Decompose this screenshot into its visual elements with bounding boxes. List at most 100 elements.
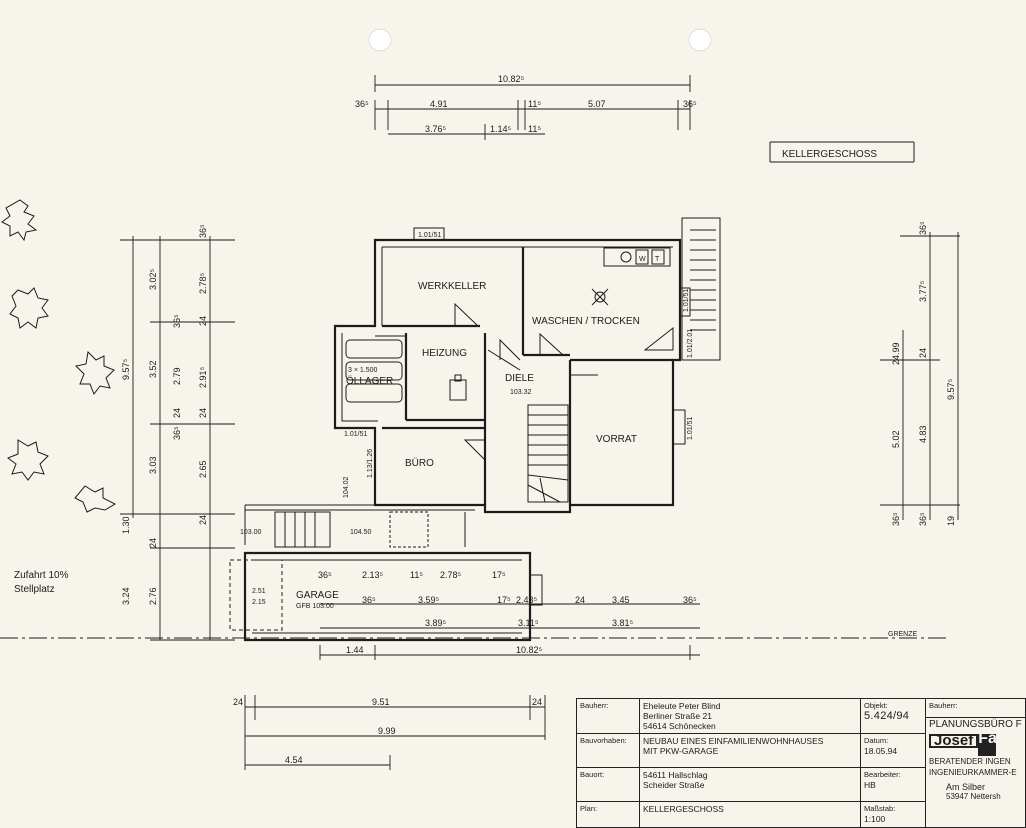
dim-top2-c: 11⁵	[528, 124, 541, 134]
svg-text:9.51: 9.51	[372, 697, 390, 707]
dim-left2-d: 2.79	[172, 367, 182, 385]
garage-level: GFB 103.00	[296, 603, 334, 610]
dim-left-b: 3.52	[148, 360, 158, 378]
punch-hole	[688, 28, 712, 52]
washing-appliances: W T	[603, 247, 671, 267]
plan-title-text: KELLERGESCHOSS	[782, 149, 877, 160]
window-stair: 1.01/2.01	[687, 329, 694, 358]
svg-text:17⁵: 17⁵	[492, 570, 506, 580]
tb-datum: Datum: 18.05.94	[860, 733, 926, 768]
door-buero-label: 1.13/1.26	[367, 449, 374, 478]
garage-dimensions: 36⁵ 2.13⁵ 11⁵ 2.78⁵ 17⁵ 36⁵ 3.59⁵ 17⁵ 2.…	[318, 570, 700, 660]
dim-left2-a: 36⁵	[198, 224, 208, 238]
dim-left-e: 3.24	[121, 587, 131, 605]
dim-left2-l: 2.76	[148, 587, 158, 605]
tb-vorhaben: NEUBAU EINES EINFAMILIENWOHNHAUSES MIT P…	[639, 733, 861, 768]
dim-left2-e: 24	[198, 408, 208, 418]
svg-text:2.13⁵: 2.13⁵	[362, 570, 384, 580]
right-dimensions: 36⁵ 3.77⁵ 9.57⁵ 24.99 24 5.02 4.83 36⁵ 3…	[880, 221, 960, 526]
tb-objekt: Objekt: 5.424/94	[860, 698, 926, 734]
garage-door-bottom: 2.15	[252, 599, 266, 606]
office-logo: Josef	[929, 733, 979, 748]
dim-right-total: 9.57⁵	[946, 378, 956, 400]
room-buero: BÜRO	[405, 457, 434, 469]
interior-stair	[527, 404, 569, 503]
room-diele: DIELE	[505, 373, 534, 384]
driveway-label: Zufahrt 10%	[14, 570, 69, 581]
window-vorrat-label: 1.01/51	[687, 417, 694, 440]
window-stair-label: 1.01/2.01	[687, 329, 694, 358]
dim-left2-f: 2.91⁵	[198, 366, 208, 388]
dim-left-a: 3.02⁵	[148, 268, 158, 290]
dim-right-g: 36⁵	[891, 512, 901, 526]
room-vorrat: VORRAT	[596, 434, 637, 445]
tb-massstab: Maßstab: 1:100	[860, 801, 926, 828]
dim-left-total: 9.57⁵	[121, 358, 131, 380]
dim-right-e: 5.02	[891, 430, 901, 448]
tb-vorhaben-label: Bauvorhaben:	[576, 733, 640, 768]
svg-text:36⁵: 36⁵	[318, 570, 332, 580]
dim-right-a: 36⁵	[918, 221, 928, 235]
dim-left2-c: 24	[198, 316, 208, 326]
tb-bauort-label: Bauort:	[576, 767, 640, 802]
svg-text:11⁵: 11⁵	[410, 570, 423, 580]
boundary-label: GRENZE	[888, 631, 918, 638]
svg-text:3.81⁵: 3.81⁵	[612, 618, 634, 628]
dim-top-a: 36⁵	[355, 99, 369, 109]
left-dimensions: 9.57⁵ 3.02⁵ 3.52 3.03 1.30 3.24 36⁵ 2.78…	[120, 224, 235, 641]
window-buero: 1.01/51 1.13/1.26	[344, 431, 374, 478]
oil-tanks	[345, 339, 403, 403]
tb-bauort: 54611 Hallschlag Scheider Straße	[639, 767, 861, 802]
garage-door-top: 2.51	[252, 588, 266, 595]
office-logo-mark: Fa	[978, 731, 997, 756]
dim-top2-b: 1.14⁵	[490, 124, 512, 134]
top-dimensions: 10.82⁵ 36⁵ 4.91 11⁵ 5.07 36⁵ 3.76⁵ 1.14⁵…	[355, 74, 697, 140]
svg-text:9.99: 9.99	[378, 726, 396, 736]
svg-text:2.78⁵: 2.78⁵	[440, 570, 462, 580]
room-waschen: WASCHEN / TROCKEN	[532, 316, 640, 327]
dim-left2-j: 36⁵	[172, 426, 182, 440]
svg-text:24: 24	[532, 697, 542, 707]
room-werkkeller: WERKKELLER	[418, 281, 486, 292]
tb-plan: KELLERGESCHOSS	[639, 801, 861, 828]
door-swings	[454, 302, 674, 462]
level-stair: 104.02	[343, 476, 350, 498]
ceiling-light-icon	[591, 288, 609, 306]
tb-bearbeiter: Bearbeiter: HB	[860, 767, 926, 802]
level-step: 104.50	[350, 529, 372, 536]
garage: 2.51 2.15 GARAGE GFB 103.00	[229, 551, 543, 642]
window-werkkeller: 1.01/51	[413, 227, 445, 241]
svg-text:2.43⁵: 2.43⁵	[516, 595, 538, 605]
svg-text:24: 24	[575, 595, 585, 605]
room-heizung: HEIZUNG	[422, 348, 467, 359]
svg-text:1.44: 1.44	[346, 645, 364, 655]
dim-left-d: 1.30	[121, 516, 131, 534]
house-walls	[333, 238, 682, 514]
dim-left2-i: 2.65	[198, 460, 208, 478]
svg-text:3.11⁵: 3.11⁵	[518, 618, 539, 628]
dim-right-d: 24	[918, 348, 928, 358]
dim-top-d: 5.07	[588, 99, 606, 109]
svg-text:3.45: 3.45	[612, 595, 630, 605]
level-entry: 103.00	[240, 529, 262, 536]
tank-size: 3 × 1.500	[348, 367, 377, 374]
dim-right-b: 3.77⁵	[918, 280, 928, 302]
dim-top-b: 4.91	[430, 99, 448, 109]
dim-right-i: 19	[946, 516, 956, 526]
tb-plan-label: Plan:	[576, 801, 640, 828]
dim-left2-m: 24	[148, 538, 158, 548]
svg-text:3.59⁵: 3.59⁵	[418, 595, 440, 605]
window-werkkeller-label: 1.01/51	[418, 232, 441, 239]
svg-text:W: W	[639, 256, 646, 263]
window-buero-label: 1.01/51	[344, 431, 367, 438]
dim-right-c: 24.99	[891, 342, 901, 365]
entrance-steps	[244, 504, 475, 548]
plan-title: KELLERGESCHOSS	[769, 141, 915, 163]
dim-top2-a: 3.76⁵	[425, 124, 447, 134]
svg-text:4.54: 4.54	[285, 755, 303, 765]
outside-stair	[681, 217, 721, 361]
boiler-icon	[449, 374, 467, 401]
dim-right-h: 36⁵	[918, 512, 928, 526]
